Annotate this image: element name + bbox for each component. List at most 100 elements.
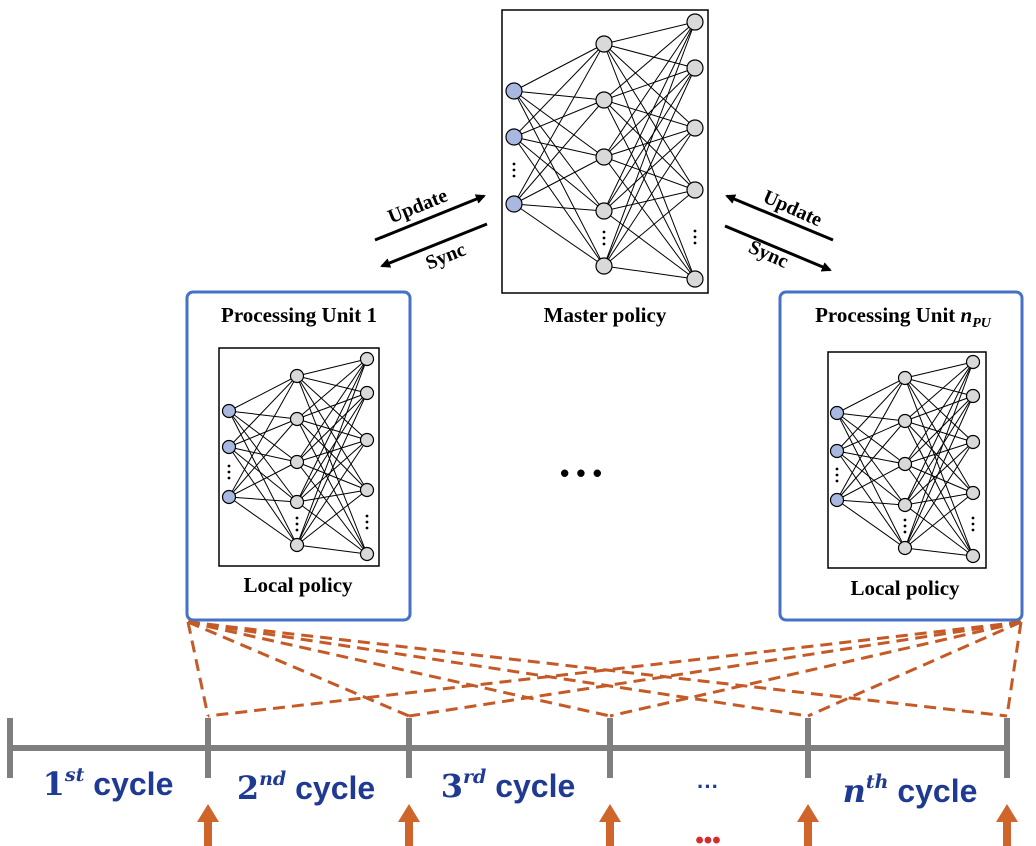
hidden-node [289,537,305,553]
network-edge [904,441,974,549]
unit-1-caption: Local policy [243,573,353,597]
network-edge [296,489,368,546]
hidden-node [595,257,613,275]
ellipsis-dots [602,236,606,240]
network-edge [513,203,605,267]
cycle-label-n: nth cycle [843,771,978,810]
input-node [505,128,523,146]
ellipsis-dots [903,530,907,534]
network-edge [513,99,605,205]
up-arrow-icon [996,804,1018,846]
network-edge [904,504,974,557]
network-edge [228,418,298,498]
ellipsis-dots [693,229,697,233]
unit-n-caption: Local policy [850,576,960,600]
network-edge [904,395,974,422]
network-edge [904,361,974,379]
network-edge [228,410,298,546]
network-edge [603,99,696,280]
network-edge [228,375,298,412]
network-edge [603,189,696,212]
output-node [686,119,704,137]
network-edge [228,446,298,503]
middle-ellipsis: • • • [560,458,602,488]
up-arrow-icon [197,804,219,846]
network-edge [603,21,696,45]
network-edge [296,439,368,546]
ellipsis-dots [512,174,516,178]
hidden-node [897,413,913,429]
network-edge [296,375,368,441]
network-edge [296,489,368,503]
network-edge [603,265,696,280]
ellipsis-dots [971,516,975,520]
ellipsis-dots [903,524,907,528]
network-edge [836,450,906,465]
network-edge [904,492,974,506]
ellipsis-dots [693,235,697,239]
network-edge [228,375,298,448]
network-edge [603,189,696,267]
unit-n-title-var: n [961,303,973,327]
output-node [359,351,375,367]
network-edge [228,375,298,498]
sync-label-left: Sync [423,238,469,274]
ellipsis-dots [835,467,839,471]
network-edge [603,127,696,267]
network-edge [296,501,368,555]
network-edge [296,358,368,377]
dashed-link-unit-1 [186,621,210,717]
network-edge [603,43,696,129]
network-edge [836,463,906,501]
network-edge [513,90,605,101]
network-edge [904,361,974,506]
up-arrow-icon [599,804,621,846]
dashed-link-unit-1 [187,620,1008,718]
hidden-node [595,91,613,109]
network-edge [513,203,605,212]
network-edge [836,420,906,501]
network-edge [603,67,696,267]
network-edge [296,461,368,491]
input-node [505,195,523,213]
dashed-link-unit-n [609,620,1022,718]
network-edges [836,361,974,557]
network-edge [513,99,605,138]
input-node [829,443,845,459]
network-edge [904,492,974,549]
up-arrow-icon [797,804,819,846]
ellipsis-dots [227,464,231,468]
network-edge [904,395,974,506]
output-node [965,485,981,501]
input-node [505,82,523,100]
dashed-link-unit-n [207,620,1022,718]
master-policy-caption: Master policy [544,303,667,327]
network-edge [904,377,974,494]
network-edge [603,127,696,158]
network-edge [603,156,696,280]
network-edge [228,418,298,448]
network-edge [904,463,974,557]
network-edge [904,547,974,557]
network-edge [296,544,368,555]
hidden-node [897,370,913,386]
bottom-red-ellipsis: ••• [695,827,720,846]
network-edge [603,67,696,212]
network-edge [296,392,368,463]
update-arrow-left [374,194,486,242]
ellipsis-dots [512,162,516,166]
network-edge [296,418,368,491]
output-node [359,546,375,562]
up-arrow-icon [398,804,420,846]
timeline [7,718,1010,778]
network-edge [296,358,368,463]
network-edge [836,420,906,452]
dashed-link-unit-n [1005,621,1023,717]
input-node [829,405,845,421]
network-edge [904,441,974,506]
processing-unit-1: Processing Unit 1 Local policy [185,290,412,622]
network-edge [513,136,605,158]
hidden-node [897,540,913,556]
output-node [965,388,981,404]
